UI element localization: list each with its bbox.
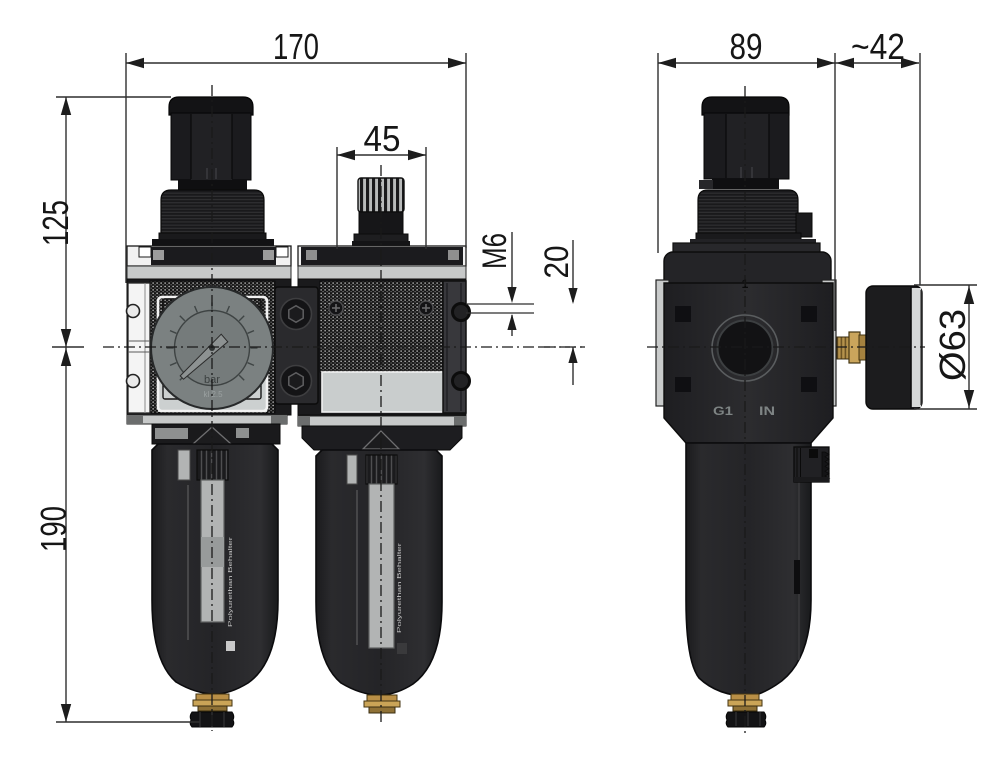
svg-text:M6: M6 <box>476 233 514 269</box>
svg-text:170: 170 <box>273 26 319 67</box>
svg-text:Polyurethan Behalter: Polyurethan Behalter <box>397 542 403 633</box>
svg-text:Polyurethan Behalter: Polyurethan Behalter <box>228 536 234 627</box>
svg-text:IN: IN <box>759 404 775 418</box>
svg-text:89: 89 <box>730 26 763 67</box>
svg-text:~42: ~42 <box>851 26 905 67</box>
svg-text:125: 125 <box>35 200 76 246</box>
svg-text:20: 20 <box>538 246 576 279</box>
svg-text:190: 190 <box>33 506 74 552</box>
svg-text:kl 2.5: kl 2.5 <box>203 390 223 399</box>
svg-text:Ø63: Ø63 <box>932 309 973 381</box>
svg-text:G1: G1 <box>713 404 733 418</box>
svg-text:45: 45 <box>364 118 401 159</box>
